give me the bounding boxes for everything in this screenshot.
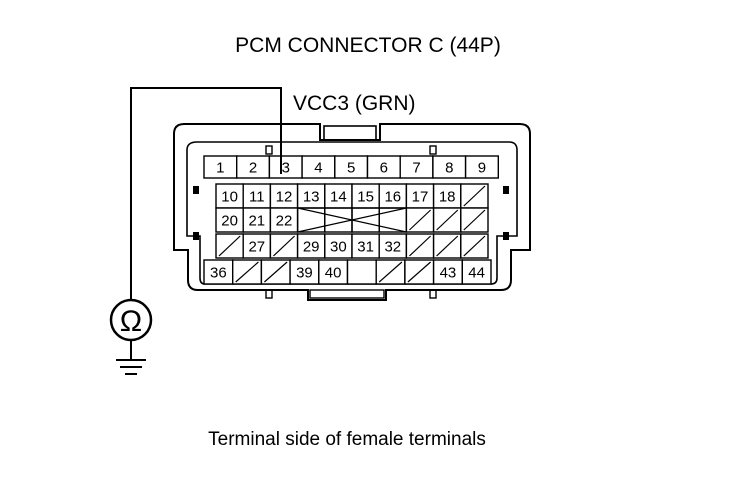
housing-markers xyxy=(193,186,509,240)
cavity-slash xyxy=(378,261,403,283)
blocked-cavity xyxy=(351,207,380,233)
terminal-number: 5 xyxy=(347,160,355,177)
terminal-number: 18 xyxy=(439,189,456,206)
diagram-caption: Terminal side of female terminals xyxy=(208,429,486,450)
blocked-cavity xyxy=(324,207,353,233)
row-2: 10 11 12 13 14 15 16 17 18 xyxy=(215,183,489,209)
terminal-number: 15 xyxy=(357,189,374,206)
terminal-number: 32 xyxy=(384,239,401,256)
terminal-number: 30 xyxy=(330,239,347,256)
cavity-slash xyxy=(463,185,486,207)
cavity-slash xyxy=(235,261,259,283)
ohmmeter-icon: Ω xyxy=(109,298,153,342)
terminal-number: 12 xyxy=(276,189,293,206)
cavity-slash xyxy=(272,235,296,257)
terminal-number: 2 xyxy=(249,160,257,177)
terminal-number: 14 xyxy=(330,189,347,206)
terminal-number: 43 xyxy=(440,265,457,282)
terminal-number: 8 xyxy=(445,160,453,177)
terminal-number: 7 xyxy=(412,160,420,177)
cavity-slash xyxy=(264,261,288,283)
terminal-cell xyxy=(215,183,244,209)
cavity-slash xyxy=(407,261,431,283)
cavity-slash xyxy=(463,235,486,257)
row-1: 1 2 3 4 5 6 7 8 9 xyxy=(203,155,500,179)
terminal-number: 31 xyxy=(357,239,374,256)
terminal-number: 3 xyxy=(282,160,290,177)
row-4: 27 29 30 31 32 xyxy=(215,233,489,259)
cavity-slash xyxy=(436,235,459,257)
terminal-cell xyxy=(464,155,500,179)
terminal-number: 4 xyxy=(314,160,322,177)
terminal-number: 11 xyxy=(249,189,265,206)
cavity-slash xyxy=(436,209,459,231)
terminal-cell xyxy=(378,183,408,209)
cavity-slash xyxy=(408,235,432,257)
blocked-cross xyxy=(297,207,407,233)
terminal-number: 20 xyxy=(221,213,238,230)
terminal-number: 6 xyxy=(380,160,388,177)
cavity-slash xyxy=(463,209,486,231)
ohm-symbol: Ω xyxy=(120,305,142,338)
terminal-cell xyxy=(215,207,244,233)
cavity-slash xyxy=(218,235,241,257)
terminal-number: 10 xyxy=(221,189,238,206)
terminal-number: 9 xyxy=(478,160,486,177)
probe-wire xyxy=(130,87,282,300)
terminal-number: 17 xyxy=(412,189,429,206)
terminal-number: 21 xyxy=(248,213,265,230)
terminal-number: 39 xyxy=(296,265,313,282)
terminal-number: 36 xyxy=(210,265,227,282)
terminal-number: 40 xyxy=(325,265,342,282)
cavity-slash xyxy=(408,209,432,231)
row-3: 20 21 22 xyxy=(215,207,489,233)
terminal-number: 16 xyxy=(384,189,401,206)
terminal-number: 13 xyxy=(303,189,320,206)
terminal-cell xyxy=(346,259,377,285)
diagram-title: PCM CONNECTOR C (44P) xyxy=(235,34,501,57)
terminal-number: 27 xyxy=(248,239,265,256)
terminal-cell xyxy=(461,259,492,285)
terminal-number: 1 xyxy=(216,160,224,177)
terminal-number: 29 xyxy=(303,239,320,256)
probe-label: VCC3 (GRN) xyxy=(293,92,416,115)
ground-icon xyxy=(116,340,146,375)
terminal-cell xyxy=(242,233,272,259)
row-5: 36 39 40 43 44 xyxy=(203,259,492,285)
terminal-number: 44 xyxy=(468,265,485,282)
terminal-number: 22 xyxy=(276,213,293,230)
